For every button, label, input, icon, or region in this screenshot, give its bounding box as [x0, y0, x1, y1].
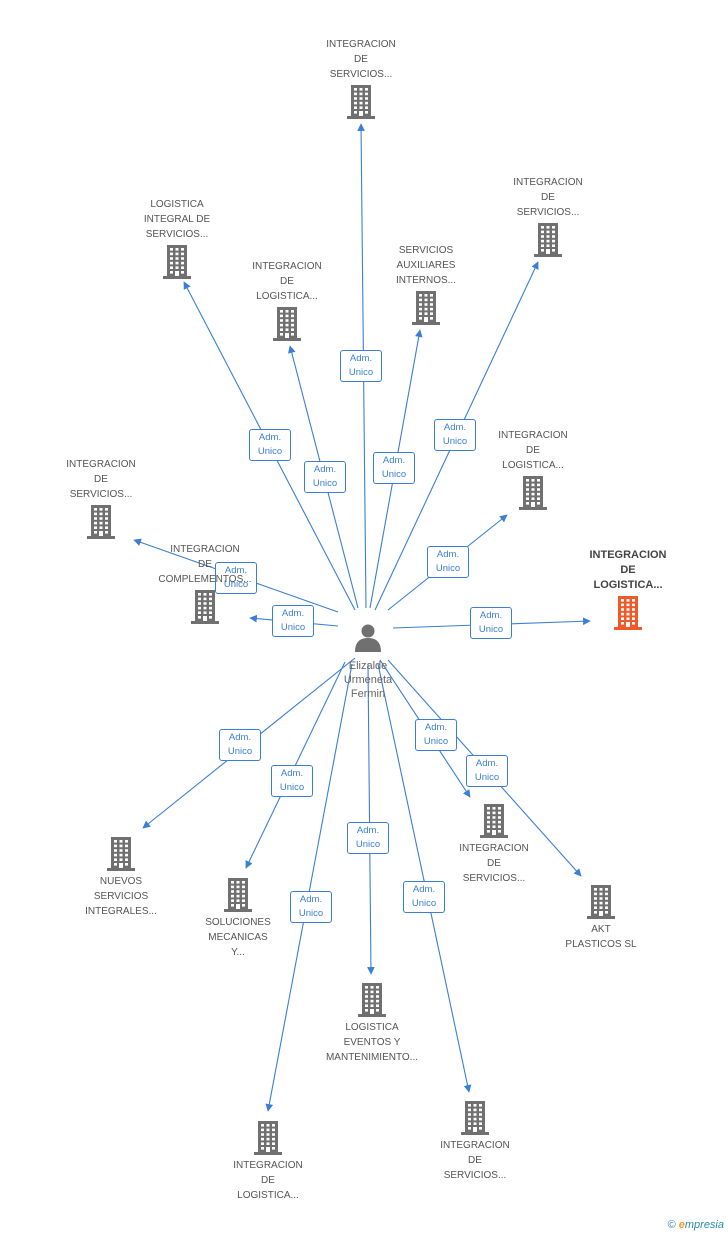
building-icon — [87, 505, 115, 539]
building-icon — [534, 223, 562, 257]
company-label[interactable]: AKT PLASTICOS SL — [565, 924, 637, 950]
relation-badge[interactable]: Adm. Unico — [347, 822, 389, 854]
company-label[interactable]: INTEGRACION DE SERVICIOS... — [459, 843, 529, 884]
relation-badge[interactable]: Adm. Unico — [373, 452, 415, 484]
company-label[interactable]: INTEGRACION DE SERVICIOS... — [513, 177, 583, 218]
company-node[interactable]: INTEGRACION DE SERVICIOS... — [478, 175, 618, 257]
relation-badge[interactable]: Adm. Unico — [415, 719, 457, 751]
company-node[interactable]: INTEGRACION DE COMPLEMENTOS... — [135, 542, 275, 624]
company-label[interactable]: NUEVOS SERVICIOS INTEGRALES... — [85, 876, 157, 917]
company-node[interactable]: INTEGRACION DE SERVICIOS... — [31, 457, 171, 539]
company-node[interactable]: AKT PLASTICOS SL — [531, 885, 671, 952]
building-icon — [461, 1101, 489, 1135]
company-label[interactable]: INTEGRACION DE LOGISTICA... — [498, 430, 568, 471]
relation-badge[interactable]: Adm. Unico — [271, 765, 313, 797]
building-icon — [347, 85, 375, 119]
company-label[interactable]: INTEGRACION DE LOGISTICA... — [233, 1160, 303, 1201]
building-icon — [519, 476, 547, 510]
company-node[interactable]: INTEGRACION DE LOGISTICA... — [558, 548, 698, 630]
company-label[interactable]: LOGISTICA INTEGRAL DE SERVICIOS... — [143, 199, 211, 240]
building-icon — [358, 983, 386, 1017]
relation-badge[interactable]: Adm. Unico — [340, 350, 382, 382]
company-node[interactable]: NUEVOS SERVICIOS INTEGRALES... — [51, 837, 191, 919]
person-icon — [355, 624, 381, 652]
building-icon — [587, 885, 615, 919]
company-node[interactable]: LOGISTICA INTEGRAL DE SERVICIOS... — [107, 197, 247, 279]
company-label[interactable]: SERVICIOS AUXILIARES INTERNOS... — [395, 245, 456, 286]
building-icon — [254, 1121, 282, 1155]
relation-badge[interactable]: Adm. Unico — [215, 562, 257, 594]
relation-badge[interactable]: Adm. Unico — [466, 755, 508, 787]
building-icon — [107, 837, 135, 871]
relation-edge — [265, 663, 353, 1112]
building-icon — [163, 245, 191, 279]
company-node[interactable]: LOGISTICA EVENTOS Y MANTENIMIENTO... — [302, 983, 442, 1065]
company-label[interactable]: LOGISTICA EVENTOS Y MANTENIMIENTO... — [325, 1022, 419, 1063]
company-node[interactable]: SERVICIOS AUXILIARES INTERNOS... — [356, 243, 496, 325]
footer-brand: ©empresia — [668, 1219, 724, 1231]
building-icon — [191, 590, 219, 624]
relation-badge[interactable]: Adm. Unico — [304, 461, 346, 493]
company-node[interactable]: SOLUCIONES MECANICAS Y... — [168, 878, 308, 960]
building-icon — [480, 804, 508, 838]
building-icon — [273, 307, 301, 341]
company-label[interactable]: INTEGRACION DE SERVICIOS... — [326, 39, 396, 80]
relation-badge[interactable]: Adm. Unico — [427, 546, 469, 578]
relation-badge[interactable]: Adm. Unico — [470, 607, 512, 639]
person-name: Elizalde Urmeneta Fermin — [343, 660, 393, 700]
relation-badge[interactable]: Adm. Unico — [272, 605, 314, 637]
relation-edge — [367, 663, 375, 975]
company-node[interactable]: INTEGRACION DE LOGISTICA... — [217, 259, 357, 341]
company-label[interactable]: INTEGRACION DE LOGISTICA... — [252, 261, 322, 302]
company-node[interactable]: INTEGRACION DE LOGISTICA... — [463, 428, 603, 510]
person-node[interactable]: Elizalde Urmeneta Fermin — [318, 622, 418, 701]
copyright-symbol: © — [667, 1219, 676, 1231]
brand-initial: e — [678, 1219, 685, 1231]
building-icon — [412, 291, 440, 325]
company-node[interactable]: INTEGRACION DE LOGISTICA... — [198, 1121, 338, 1203]
building-icon — [614, 596, 642, 630]
brand-name: mpresia — [684, 1219, 724, 1231]
relation-badge[interactable]: Adm. Unico — [290, 891, 332, 923]
relation-edge — [377, 663, 472, 1093]
company-label[interactable]: INTEGRACION DE COMPLEMENTOS... — [158, 544, 252, 585]
company-node[interactable]: INTEGRACION DE SERVICIOS... — [405, 1101, 545, 1183]
relation-badge[interactable]: Adm. Unico — [403, 881, 445, 913]
relation-badge[interactable]: Adm. Unico — [219, 729, 261, 761]
company-label[interactable]: INTEGRACION DE SERVICIOS... — [66, 459, 136, 500]
company-label[interactable]: INTEGRACION DE LOGISTICA... — [589, 549, 667, 591]
company-label[interactable]: INTEGRACION DE SERVICIOS... — [440, 1140, 510, 1181]
company-node[interactable]: INTEGRACION DE SERVICIOS... — [291, 37, 431, 119]
relation-badge[interactable]: Adm. Unico — [434, 419, 476, 451]
building-icon — [224, 878, 252, 912]
relation-badge[interactable]: Adm. Unico — [249, 429, 291, 461]
company-label[interactable]: SOLUCIONES MECANICAS Y... — [205, 917, 271, 958]
company-node[interactable]: INTEGRACION DE SERVICIOS... — [424, 804, 564, 886]
